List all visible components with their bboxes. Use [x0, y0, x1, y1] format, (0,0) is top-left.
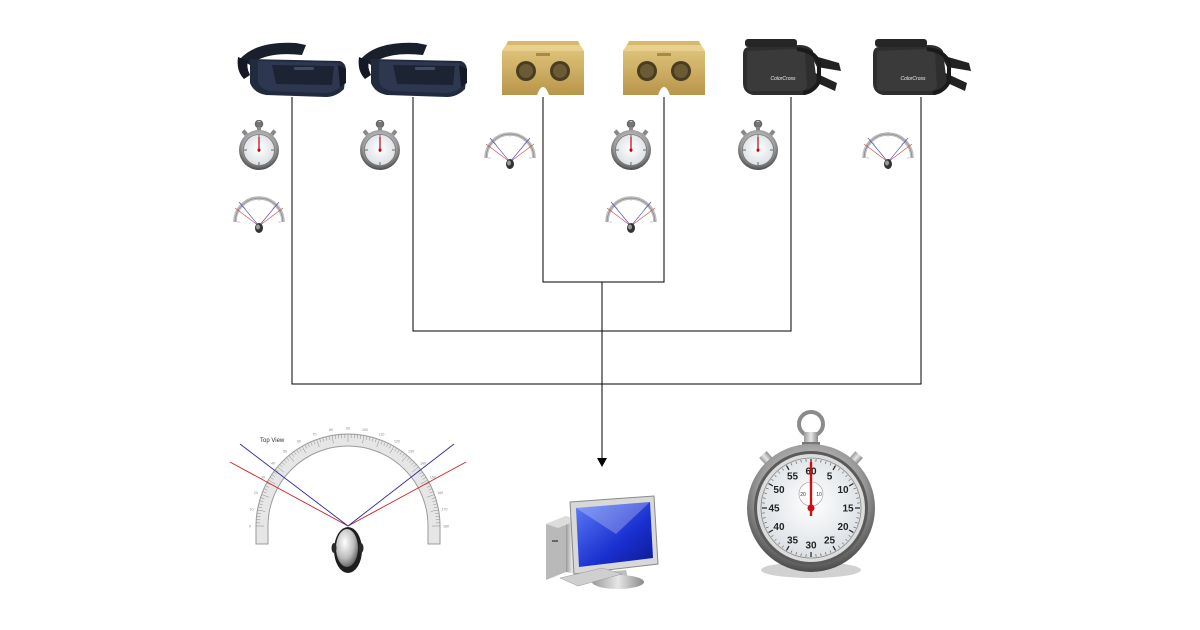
protractor-tick-label: 50: [283, 449, 287, 453]
stopwatch-dial-label: 35: [787, 536, 799, 547]
protractor-tick-label: 20: [254, 491, 258, 495]
protractor-ticks: [256, 434, 440, 527]
head-top-view: [331, 527, 364, 573]
subdial-label-left: 20: [800, 492, 806, 498]
protractor-tick-label: 110: [379, 432, 385, 436]
stopwatch-dial-label: 10: [837, 485, 849, 496]
headset-row: ColorCross ColorCross: [237, 37, 973, 97]
stopwatch-ticks: [762, 459, 860, 557]
protractor-tick-label: 120: [394, 440, 400, 444]
stopwatch-dial-label: 15: [842, 504, 854, 515]
protractor-tick-label: 70: [312, 432, 316, 436]
stopwatch-dial-label: 20: [837, 522, 849, 533]
protractor-tick-label: 30: [261, 476, 265, 480]
computer-icon: [546, 495, 659, 589]
protractor-tick-label: 60: [297, 440, 301, 444]
protractor-icon: [605, 196, 657, 234]
protractor-tick-label: 40: [271, 462, 275, 466]
stopwatch-dial-label: 45: [768, 504, 780, 515]
protractor-title: Top View: [260, 438, 285, 444]
ray-red-left: [229, 461, 349, 527]
stopwatch-icon: [238, 120, 280, 171]
protractor-tick-label: 0: [249, 525, 251, 529]
protractor-tick-label: 10: [249, 507, 253, 511]
stopwatch-icon: [359, 120, 401, 171]
headset-gear-vr-1: [237, 42, 346, 97]
protractor-tick-label: 180: [443, 525, 449, 529]
stopwatch-icon: [737, 120, 779, 171]
stopwatch-dial-label: 25: [824, 536, 836, 547]
large-stopwatch: 60510152025303540455055 20 10: [747, 410, 875, 578]
subdial-label-right: 10: [816, 492, 822, 498]
stopwatch-icon: [610, 120, 652, 171]
protractor-icon: [484, 132, 536, 170]
connector-lines: [291, 97, 922, 458]
stopwatch-dial-label: 30: [805, 541, 817, 552]
ray-blue-left: [239, 443, 349, 527]
stopwatch-dial-label: 5: [827, 471, 833, 482]
large-protractor: 0 10 20 30 40 50 60 70 80 90 100 110 120 130 140 150 160…: [229, 427, 467, 573]
arrow-head: [597, 458, 607, 467]
protractor-tick-label: 100: [362, 428, 368, 432]
headset-cardboard-3: [502, 41, 584, 95]
connector-outer-pair: [291, 97, 922, 385]
protractor-tick-label: 170: [442, 507, 448, 511]
protractor-tick-label: 150: [430, 476, 436, 480]
measurement-icons: [233, 120, 914, 234]
ray-red-right: [347, 461, 467, 527]
headset-colorcross-6: ColorCross: [871, 37, 973, 97]
headset-colorcross-5: ColorCross: [741, 37, 843, 97]
protractor-tick-label: 80: [329, 428, 333, 432]
connector-inner-pair: [542, 97, 665, 283]
stopwatch-dial-label: 50: [773, 485, 785, 496]
headset-cardboard-4: [623, 41, 705, 95]
protractor-icon: [862, 132, 914, 170]
protractor-tick-label: 140: [420, 462, 426, 466]
protractor-icon: [233, 196, 285, 234]
headset-brand-label: ColorCross: [900, 76, 926, 82]
ray-blue-right: [347, 443, 455, 527]
protractor-tick-label: 160: [437, 491, 443, 495]
stopwatch-dial-label: 55: [787, 471, 799, 482]
headset-brand-label: ColorCross: [770, 76, 796, 82]
protractor-tick-label: 130: [408, 449, 414, 453]
protractor-tick-labels: 0 10 20 30 40 50 60 70 80 90 100 110 120 130 140 150 160…: [249, 427, 449, 529]
protractor-tick-label: 90: [346, 427, 350, 431]
stopwatch-dial-label: 40: [773, 522, 785, 533]
headset-gear-vr-2: [358, 42, 467, 97]
